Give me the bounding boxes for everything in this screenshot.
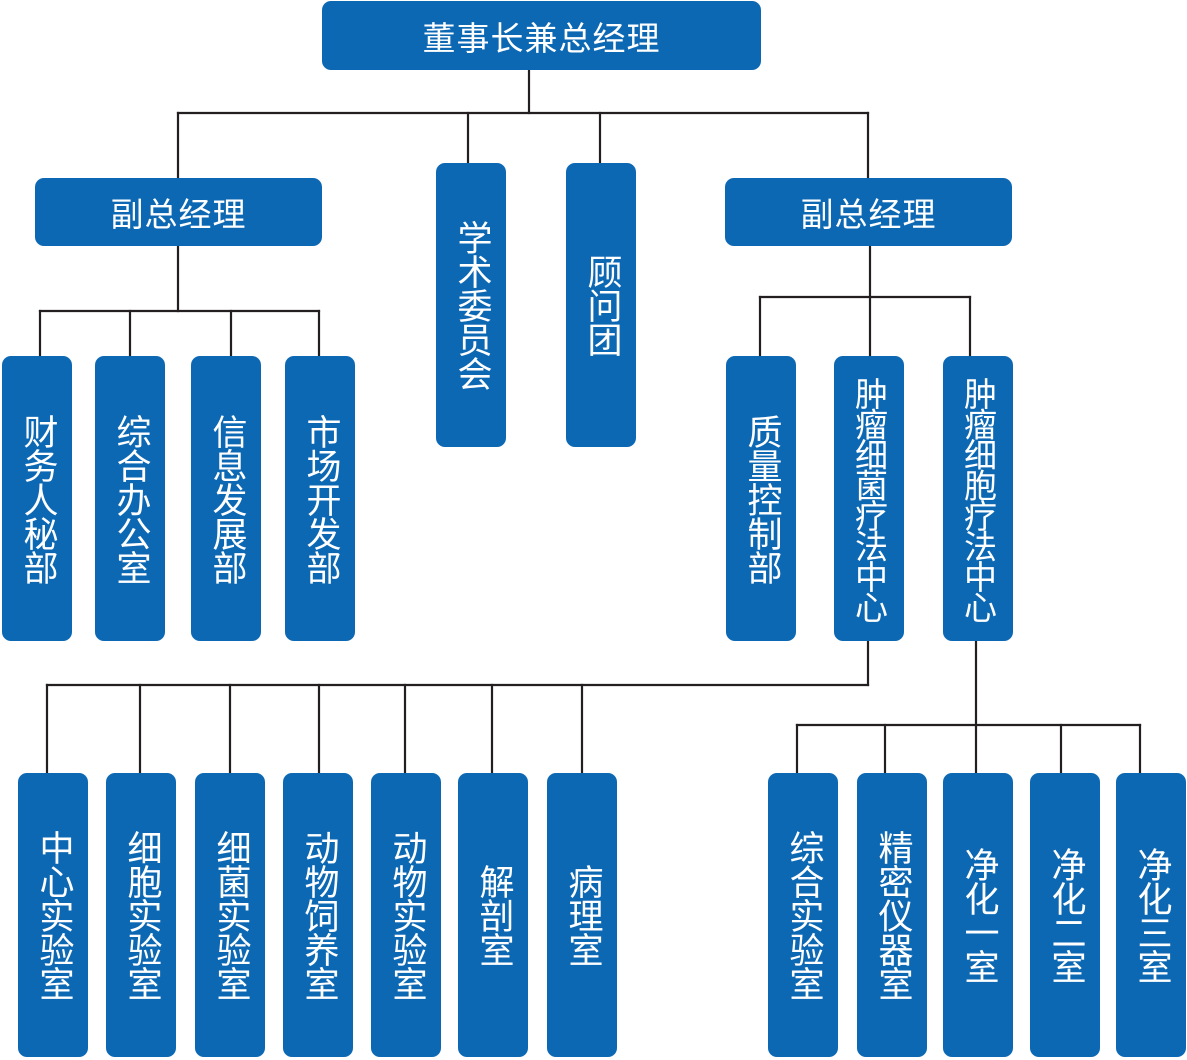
chairman-gm-box: 董事长兼总经理 bbox=[322, 1, 761, 70]
market-development-dept-label: 市场开发部 bbox=[300, 413, 341, 584]
cell-therapy-center-box: 肿瘤细胞疗法中心 bbox=[943, 356, 1013, 641]
advisory-group-box: 顾问团 bbox=[566, 163, 636, 447]
general-office-label: 综合办公室 bbox=[110, 413, 151, 584]
animal-lab-label: 动物实验室 bbox=[386, 830, 427, 1000]
market-development-dept-box: 市场开发部 bbox=[285, 356, 355, 641]
finance-hr-dept-label: 财务人秘部 bbox=[17, 413, 58, 584]
anatomy-room-label: 解剖室 bbox=[473, 864, 514, 966]
finance-hr-dept-box: 财务人秘部 bbox=[2, 356, 72, 641]
lab-bacteria-box: 细菌实验室 bbox=[195, 773, 265, 1057]
vp-right-box: 副总经理 bbox=[725, 178, 1012, 246]
vp-right-label: 副总经理 bbox=[800, 195, 937, 234]
clean-room-3-box: 净化三室 bbox=[1116, 773, 1186, 1057]
info-development-dept-label: 信息发展部 bbox=[206, 413, 247, 584]
clean-room-1-label: 净化一室 bbox=[958, 847, 999, 983]
quality-control-dept-box: 质量控制部 bbox=[726, 356, 796, 641]
lab-central-label: 中心实验室 bbox=[33, 830, 74, 1000]
academic-committee-label: 学术委员会 bbox=[451, 220, 492, 390]
precision-instrument-room-label: 精密仪器室 bbox=[872, 830, 913, 1000]
bacteria-therapy-center-label: 肿瘤细菌疗法中心 bbox=[849, 376, 889, 621]
general-lab-box: 综合实验室 bbox=[768, 773, 838, 1057]
academic-committee-box: 学术委员会 bbox=[436, 163, 506, 447]
cell-therapy-center-label: 肿瘤细胞疗法中心 bbox=[958, 376, 998, 621]
lab-cell-box: 细胞实验室 bbox=[106, 773, 176, 1057]
general-lab-label: 综合实验室 bbox=[783, 830, 824, 1000]
clean-room-2-box: 净化二室 bbox=[1030, 773, 1100, 1057]
chairman-gm-label: 董事长兼总经理 bbox=[422, 18, 661, 58]
lab-cell-label: 细胞实验室 bbox=[121, 830, 162, 1000]
general-office-box: 综合办公室 bbox=[95, 356, 165, 641]
vp-left-box: 副总经理 bbox=[35, 178, 322, 246]
lab-central-box: 中心实验室 bbox=[18, 773, 88, 1057]
info-development-dept-box: 信息发展部 bbox=[191, 356, 261, 641]
pathology-room-label: 病理室 bbox=[562, 864, 603, 966]
vp-left-label: 副总经理 bbox=[110, 195, 247, 234]
clean-room-3-label: 净化三室 bbox=[1131, 847, 1172, 983]
clean-room-2-label: 净化二室 bbox=[1045, 847, 1086, 983]
precision-instrument-room-box: 精密仪器室 bbox=[857, 773, 927, 1057]
advisory-group-label: 顾问团 bbox=[581, 254, 622, 356]
quality-control-dept-label: 质量控制部 bbox=[741, 413, 782, 584]
clean-room-1-box: 净化一室 bbox=[943, 773, 1013, 1057]
bacteria-therapy-center-box: 肿瘤细菌疗法中心 bbox=[834, 356, 904, 641]
animal-husbandry-room-label: 动物饲养室 bbox=[298, 830, 339, 1000]
anatomy-room-box: 解剖室 bbox=[458, 773, 528, 1057]
animal-lab-box: 动物实验室 bbox=[371, 773, 441, 1057]
lab-bacteria-label: 细菌实验室 bbox=[210, 830, 251, 1000]
pathology-room-box: 病理室 bbox=[547, 773, 617, 1057]
animal-husbandry-room-box: 动物饲养室 bbox=[283, 773, 353, 1057]
